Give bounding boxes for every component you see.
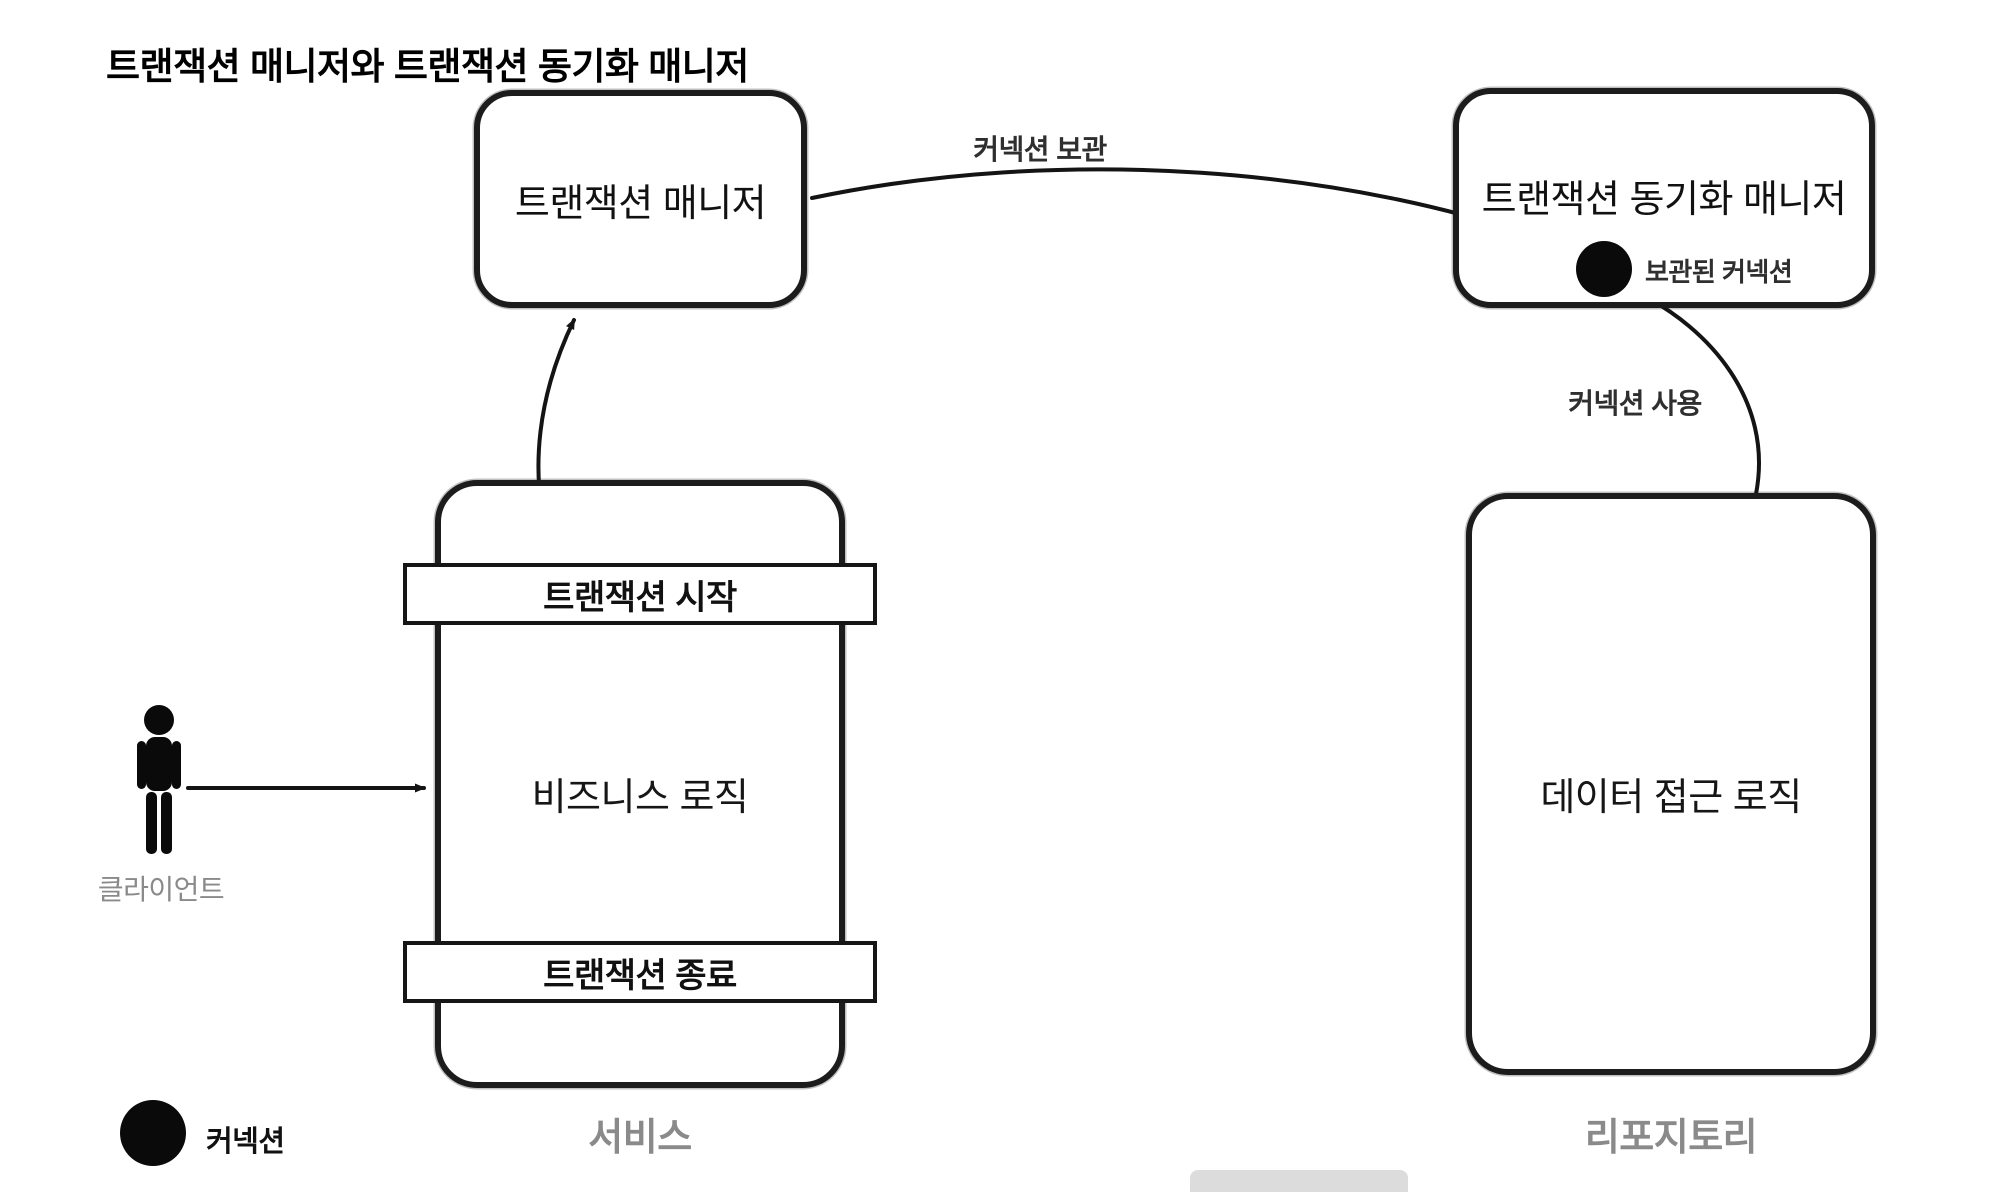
client-caption: 클라이언트 — [97, 874, 225, 905]
edge-label-use: 커넥션 사용 — [1568, 388, 1702, 419]
client-person-icon — [137, 705, 181, 854]
connection-legend-label: 커넥션 — [206, 1126, 285, 1158]
transaction-start-band: 트랜잭션 시작 — [403, 563, 877, 625]
transaction-end-band: 트랜잭션 종료 — [403, 941, 877, 1003]
data-access-logic-label: 데이터 접근 로직 — [1540, 777, 1802, 819]
service-caption: 서비스 — [588, 1117, 692, 1159]
transaction-manager-label: 트랜잭션 매니저 — [514, 182, 767, 225]
transaction-manager-box: 트랜잭션 매니저 — [474, 90, 807, 308]
stored-connection-label: 보관된 커넥션 — [1645, 257, 1793, 287]
sync-manager-label: 트랜잭션 동기화 매니저 — [1481, 179, 1847, 221]
bottom-edge-strip — [1190, 1170, 1408, 1192]
edge-label-store: 커넥션 보관 — [973, 134, 1107, 165]
business-logic-label: 비즈니스 로직 — [531, 777, 749, 819]
repository-caption: 리포지토리 — [1584, 1117, 1758, 1159]
connection-legend-dot-icon — [120, 1100, 186, 1166]
diagram-title: 트랜잭션 매니저와 트랜잭션 동기화 매니저 — [106, 46, 749, 87]
sync-manager-box — [1453, 88, 1875, 308]
repository-box — [1466, 493, 1876, 1075]
stored-connection-dot-icon — [1576, 241, 1632, 297]
